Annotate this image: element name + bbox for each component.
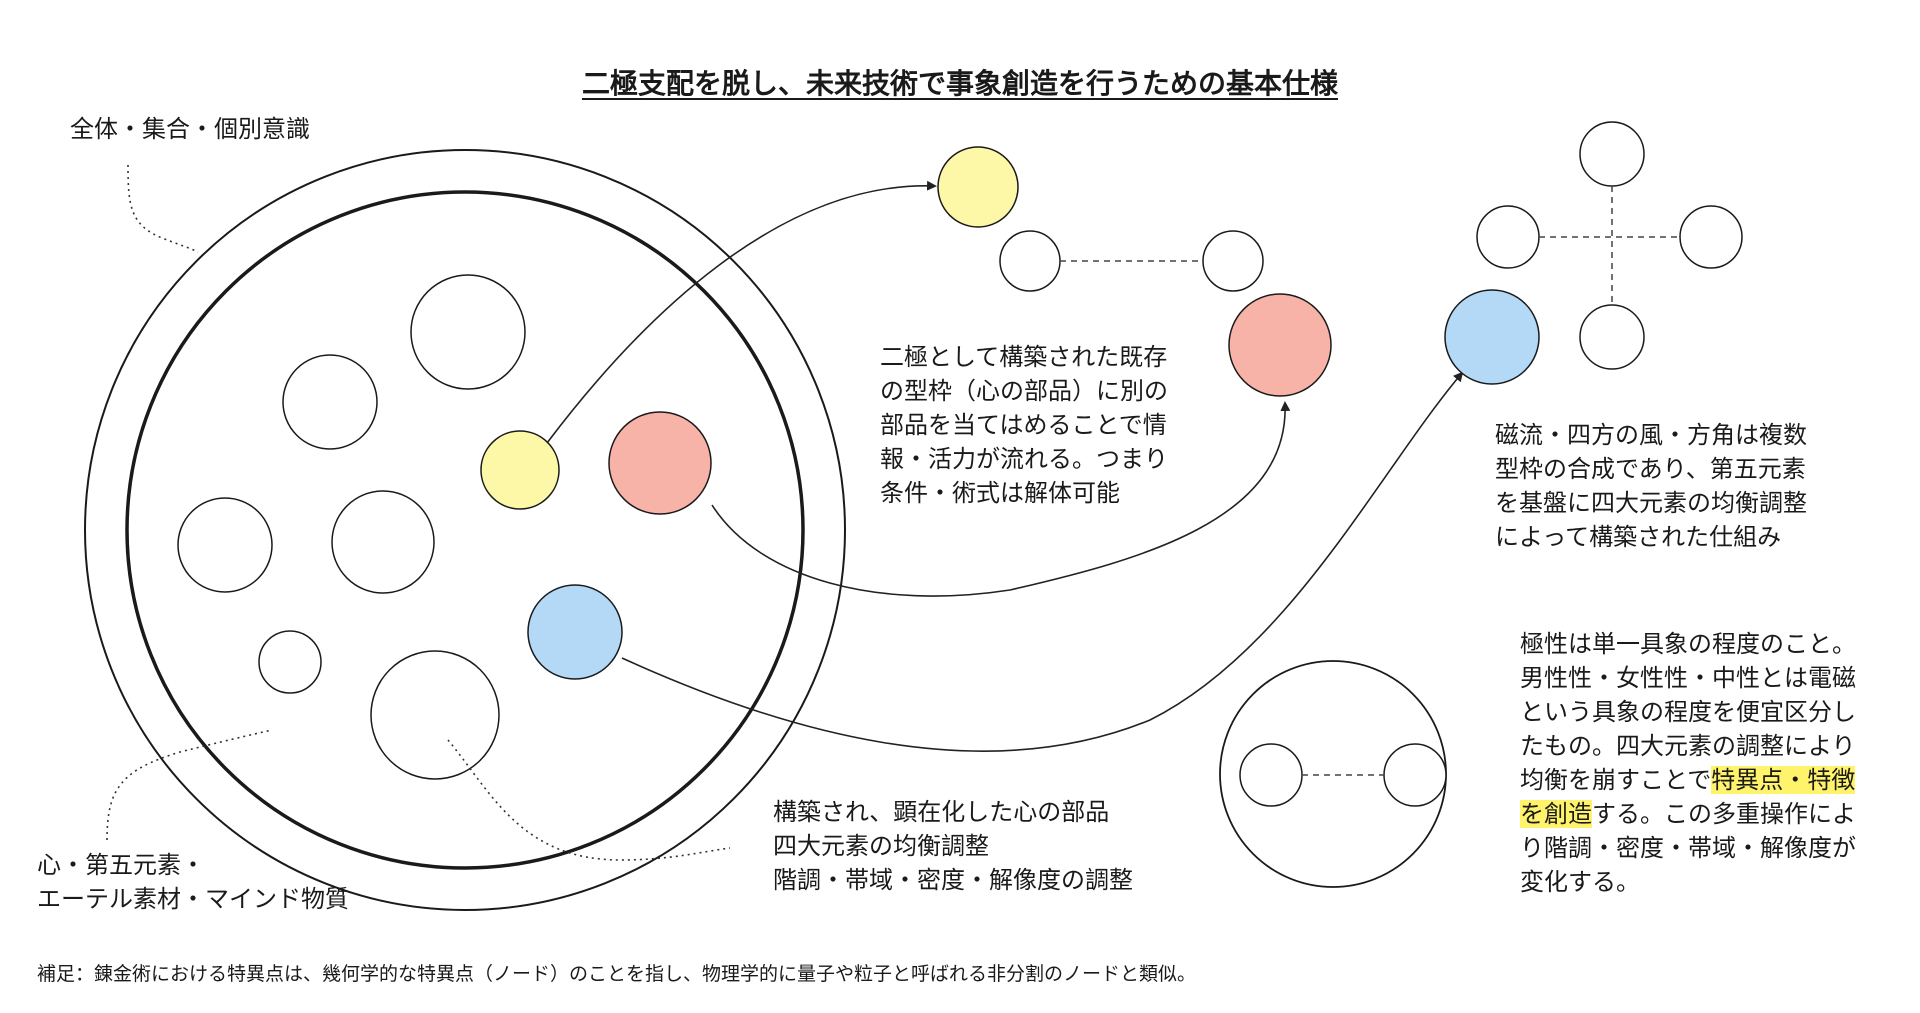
label-line: という具象の程度を便宜区分し [1520,698,1856,726]
binary-node-right [1202,230,1264,292]
heart-part-circle [370,650,500,780]
blue-heart-part [527,584,623,680]
outer-whole-circle [84,149,846,911]
red-binary-circle [1228,293,1332,397]
page-title-text: 二極支配を脱し、未来技術で事象創造を行うための基本仕様 [581,67,1338,100]
label-constructed-parts: 構築され、顕在化した心の部品 四大元素の均衡調整 階調・帯域・密度・解像度の調整 [773,795,1133,897]
yellow-binary-circle [937,146,1019,228]
arrow-red [711,401,1291,597]
blue-cross-circle [1444,289,1540,385]
heart-part-circle [258,630,322,694]
label-line: 均衡を崩すことで特異点・特徴 [1520,763,1856,797]
yellow-heart-part [480,430,560,510]
cross-node-right [1679,205,1743,269]
label-line: を基盤に四大元素の均衡調整 [1495,489,1807,517]
label-whole-collective-individual: 全体・集合・個別意識 [70,115,310,143]
label-line: 型枠の合成であり、第五元素 [1495,455,1806,483]
label-line: 二極として構築された既存 [880,343,1168,371]
label-polarity: 極性は単一具象の程度のこと。 男性性・女性性・中性とは電磁 という具象の程度を便… [1520,627,1856,899]
label-line: を創造する。この多重操作によ [1520,797,1856,831]
label-line: り階調・密度・帯域・解像度が [1520,834,1856,862]
label-line: 条件・術式は解体可能 [880,479,1120,507]
leader-line-whole [127,164,199,253]
inner-collective-circle [125,190,805,870]
label-line: 部品を当てはめることで情 [880,411,1167,439]
label-segment: する。この多重操作によ [1592,800,1856,828]
leader-line-parts [447,739,731,861]
heart-part-circle [331,490,435,594]
label-binary-explanation: 二極として構築された既存 の型枠（心の部品）に別の 部品を当てはめることで情 報… [880,340,1168,510]
heart-part-circle [282,354,378,450]
label-line: 階調・帯域・密度・解像度の調整 [773,866,1133,894]
footnote: 補足：錬金術における特異点は、幾何学的な特異点（ノード）のことを指し、物理学的に… [37,963,1197,985]
arrow-blue [621,371,1464,752]
label-line: エーテル素材・マインド物質 [37,885,349,913]
leader-line-heart [106,729,273,841]
label-line: によって構築された仕組み [1495,523,1782,551]
label-line: 磁流・四方の風・方角は複数 [1495,421,1807,449]
cross-node-left [1476,205,1540,269]
binary-node-left [999,230,1061,292]
highlighted-creation-text: を創造 [1520,800,1592,828]
arrow-yellow [546,180,937,444]
cross-node-top [1579,121,1645,187]
label-heart-material: 心・第五元素・ エーテル素材・マインド物質 [37,848,349,916]
label-line: 極性は単一具象の程度のこと。 [1520,630,1856,658]
polarity-node-left [1239,743,1303,807]
heart-part-circle [410,274,526,390]
label-segment: 均衡を崩すことで [1520,766,1712,794]
red-heart-part [608,411,712,515]
label-line: 変化する。 [1520,868,1640,896]
label-line: 男性性・女性性・中性とは電磁 [1520,664,1856,692]
label-line: の型枠（心の部品）に別の [880,377,1168,405]
label-line: 構築され、顕在化した心の部品 [773,798,1110,826]
highlighted-singularity-text: 特異点・特徴 [1711,766,1856,794]
page-title: 二極支配を脱し、未来技術で事象創造を行うための基本仕様 [0,66,1920,102]
label-line: たもの。四大元素の調整により [1520,732,1856,760]
label-line: 報・活力が流れる。つまり [880,445,1168,473]
label-line: 心・第五元素・ [37,851,205,879]
label-line: 四大元素の均衡調整 [773,832,989,860]
label-magnetic-flow: 磁流・四方の風・方角は複数 型枠の合成であり、第五元素 を基盤に四大元素の均衡調… [1495,418,1807,554]
cross-node-bottom [1579,304,1645,370]
heart-part-circle [177,497,273,593]
polarity-node-right [1383,743,1447,807]
